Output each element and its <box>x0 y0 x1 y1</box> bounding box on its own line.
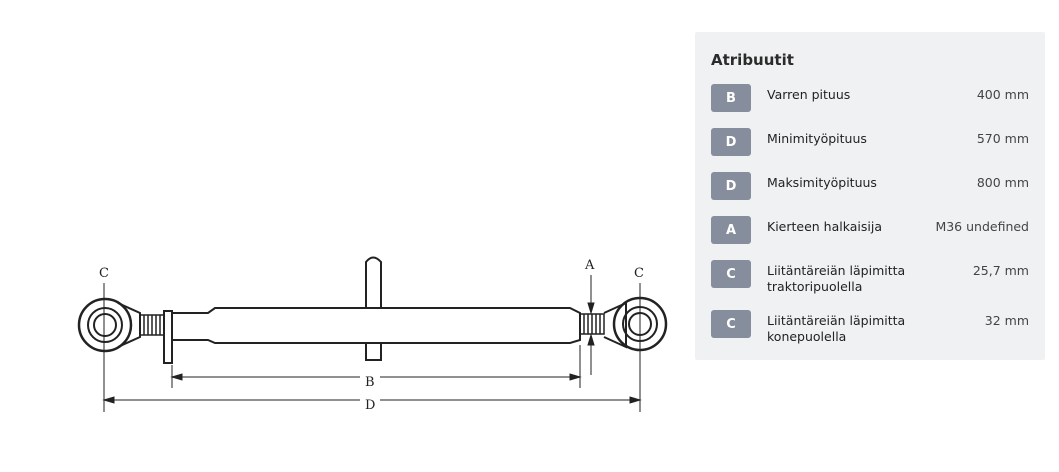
label-c-right: C <box>634 266 644 281</box>
attribute-label: Maksimityöpituus <box>767 175 877 190</box>
label-c-left: C <box>99 266 109 281</box>
panel-title: Atribuutit <box>711 51 794 69</box>
attribute-row: D Maksimityöpituus 800 mm <box>711 172 1029 216</box>
label-d: D <box>365 398 375 413</box>
left-collar <box>163 310 173 364</box>
attribute-row: D Minimityöpituus 570 mm <box>711 128 1029 172</box>
attribute-label: Liitäntäreiän läpimitta konepuolella <box>767 313 906 344</box>
attribute-row: C Liitäntäreiän läpimitta konepuolella 3… <box>711 310 1029 360</box>
attribute-row: A Kierteen halkaisija M36 undefined <box>711 216 1029 260</box>
attribute-row: B Varren pituus 400 mm <box>711 84 1029 128</box>
attribute-badge: D <box>711 172 751 200</box>
handle <box>365 256 382 361</box>
left-ball-joint <box>77 297 141 353</box>
attribute-badge: D <box>711 128 751 156</box>
right-thread <box>579 313 605 335</box>
attribute-value: 32 mm <box>984 313 1029 328</box>
attribute-label: Varren pituus <box>767 87 851 102</box>
right-ball-joint <box>603 296 668 352</box>
attribute-row: C Liitäntäreiän läpimitta traktoripuolel… <box>711 260 1029 310</box>
label-a: A <box>584 258 595 273</box>
left-thread <box>139 314 165 336</box>
attribute-badge: C <box>711 310 751 338</box>
top-link-technical-drawing: C C A B D <box>77 256 668 413</box>
attribute-badge: A <box>711 216 751 244</box>
attribute-value: 25,7 mm <box>972 263 1029 278</box>
attribute-value: 800 mm <box>976 175 1029 190</box>
attribute-value: M36 undefined <box>935 219 1029 234</box>
attribute-value: 400 mm <box>976 87 1029 102</box>
attribute-badge: C <box>711 260 751 288</box>
attributes-panel: Atribuutit B Varren pituus 400 mm D Mini… <box>695 32 1045 360</box>
attribute-label: Minimityöpituus <box>767 131 867 146</box>
attribute-badge: B <box>711 84 751 112</box>
label-b: B <box>365 375 375 390</box>
attribute-label: Liitäntäreiän läpimitta traktoripuolella <box>767 263 906 294</box>
main-tube <box>172 307 581 344</box>
attribute-label: Kierteen halkaisija <box>767 219 883 234</box>
attribute-value: 570 mm <box>976 131 1029 146</box>
